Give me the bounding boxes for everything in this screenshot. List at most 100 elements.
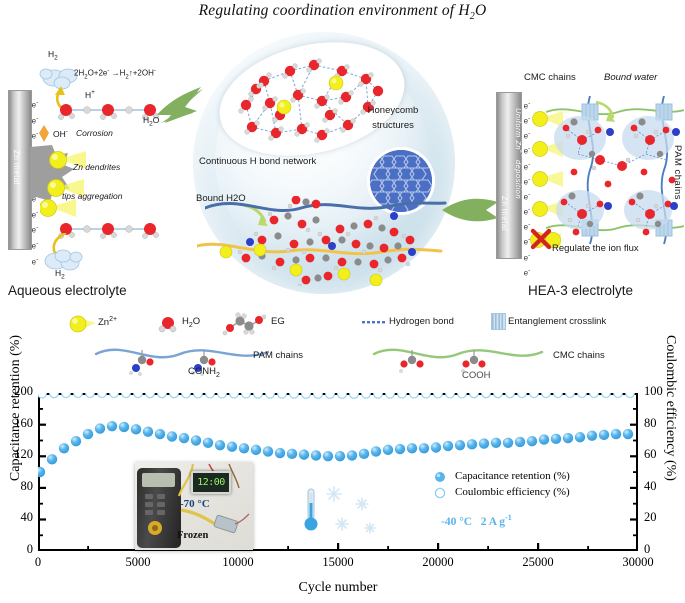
hbond-network-molecules — [238, 58, 384, 143]
pam-chain-in-sphere — [205, 201, 447, 213]
coulombic-efficiency-point — [241, 393, 251, 399]
capacitance-retention-point — [238, 443, 250, 454]
coulombic-efficiency-point — [277, 393, 287, 399]
capacitance-retention-point — [562, 432, 574, 444]
coulombic-efficiency-point — [433, 393, 443, 399]
capacitance-retention-point — [58, 443, 70, 454]
capacitance-retention-point — [46, 454, 58, 465]
inset-temperature-label: -70 °C — [180, 498, 210, 510]
tick-label: 30000 — [622, 555, 654, 569]
coulombic-efficiency-point — [397, 393, 407, 399]
honeycomb-label-line1: Honeycomb — [367, 105, 419, 116]
cmc-chain-legend-icon — [372, 348, 544, 373]
coulombic-efficiency-point — [385, 393, 395, 399]
condition-annotation: -40 °C 2 A g-1 — [441, 513, 512, 528]
coulombic-efficiency-point — [493, 393, 503, 399]
multimeter-body — [137, 468, 181, 548]
tick-label: 0 — [644, 542, 651, 556]
coulombic-efficiency-point — [361, 393, 371, 399]
capacitance-retention-point — [286, 448, 298, 460]
cooh-legend-label: COOH — [462, 370, 491, 381]
zn-ion-legend-label: Zn2+ — [98, 316, 117, 328]
coulombic-efficiency-point — [265, 393, 275, 399]
coulombic-efficiency-point — [61, 393, 71, 399]
tick-label: 100 — [644, 384, 663, 398]
coulombic-efficiency-point — [589, 393, 599, 398]
capacitance-retention-point — [154, 428, 166, 440]
zn-metal-electrode-left — [8, 90, 32, 250]
coulombic-efficiency-point — [601, 393, 611, 398]
figure-title-sub: 2 — [469, 11, 475, 23]
x-axis-title: Cycle number — [298, 580, 378, 595]
conh2-text: CONH — [188, 366, 216, 377]
thermometer-icon — [304, 488, 318, 531]
coulombic-efficiency-point — [505, 393, 515, 399]
bound-water-label-right: Bound water — [604, 72, 658, 83]
tick-label: 0 — [26, 542, 33, 556]
tick-label: 60 — [644, 447, 657, 462]
water-molecule-legend-icon — [158, 317, 177, 333]
coulombic-efficiency-point — [73, 393, 83, 398]
condition-rate-sup: -1 — [505, 513, 512, 522]
tick-label: 20000 — [422, 555, 454, 569]
zn-particles-left — [40, 151, 86, 217]
right-panel-caption: HEA-3 electrolyte — [528, 283, 634, 298]
capacitance-retention-point — [226, 441, 238, 452]
capacitance-retention-point — [178, 432, 190, 444]
tick-label: 120 — [14, 447, 33, 462]
capacitance-retention-point — [310, 450, 322, 461]
capacitance-retention-point — [418, 443, 430, 454]
figure-title: Regulating coordination environment of H… — [0, 2, 685, 22]
capacitance-retention-point — [106, 420, 118, 432]
capacitance-retention-point — [538, 434, 550, 445]
capacitance-retention-point — [454, 439, 466, 451]
tick-label: 40 — [644, 478, 657, 493]
capacitance-retention-point — [38, 466, 46, 478]
tick-label: 10000 — [222, 555, 254, 569]
capacitance-retention-point — [166, 431, 178, 442]
h2o-label-left: H2O — [143, 115, 160, 128]
tick-label: 200 — [14, 384, 33, 398]
figure-title-main: Regulating coordination environment of H — [198, 2, 470, 19]
capacitance-retention-point — [574, 432, 586, 443]
coulombic-efficiency-point — [85, 393, 95, 398]
h2o-legend-text: H — [182, 316, 189, 327]
tick-label: 5000 — [125, 555, 151, 569]
tick-label: 80 — [20, 478, 34, 493]
capacitance-retention-point — [550, 433, 562, 445]
multimeter-screen — [142, 473, 175, 487]
figure-title-tail: O — [474, 2, 487, 19]
capacitance-retention-point — [358, 448, 370, 460]
y-axis-right-title: Coulombic efficiency (%) — [663, 335, 678, 481]
tick-label: 0 — [34, 555, 42, 569]
electron-column-right: e-e-e-e-e-e-e-e-e-e-e-e- — [523, 100, 531, 278]
zn-metal-electrode-right — [496, 92, 522, 259]
coulombic-efficiency-point — [553, 393, 563, 399]
h-plus-label: H+ — [85, 89, 95, 100]
bound-water-arrow-right-icon — [595, 100, 615, 122]
capacitance-retention-point — [262, 446, 274, 457]
pam-chain-legend-icon — [94, 348, 270, 376]
capacitance-retention-point — [322, 451, 334, 462]
coulombic-efficiency-point — [205, 393, 215, 399]
coulombic-efficiency-point — [289, 393, 299, 399]
entanglement-crosslink-legend-label: Entanglement crosslink — [508, 316, 607, 327]
coulombic-efficiency-point — [409, 393, 419, 399]
bound-water-label: Bound H2O — [196, 193, 246, 204]
capacitance-legend-label: Capacitance retention (%) — [455, 470, 570, 482]
coulombic-efficiency-point — [325, 393, 335, 399]
frozen-cell-inset-photo: 12:00 -70 °C Frozen — [135, 462, 253, 550]
coulombic-efficiency-point — [49, 393, 59, 399]
coulombic-efficiency-point — [517, 393, 527, 399]
capacitance-retention-point — [382, 444, 394, 456]
coulombic-efficiency-point — [457, 393, 467, 399]
coulombic-efficiency-point — [625, 393, 635, 398]
zn-legend-text: Zn — [98, 317, 110, 329]
uniform-deposition-label: Uniform Zn2+ deposition — [514, 108, 525, 200]
tick-label: 160 — [14, 415, 33, 430]
pam-chains-legend-label: PAM chains — [253, 350, 303, 361]
zn-ion — [276, 75, 344, 115]
h2o-legend-tail: O — [192, 316, 201, 327]
capacitance-retention-point — [298, 449, 310, 460]
coulombic-efficiency-point — [38, 393, 47, 399]
